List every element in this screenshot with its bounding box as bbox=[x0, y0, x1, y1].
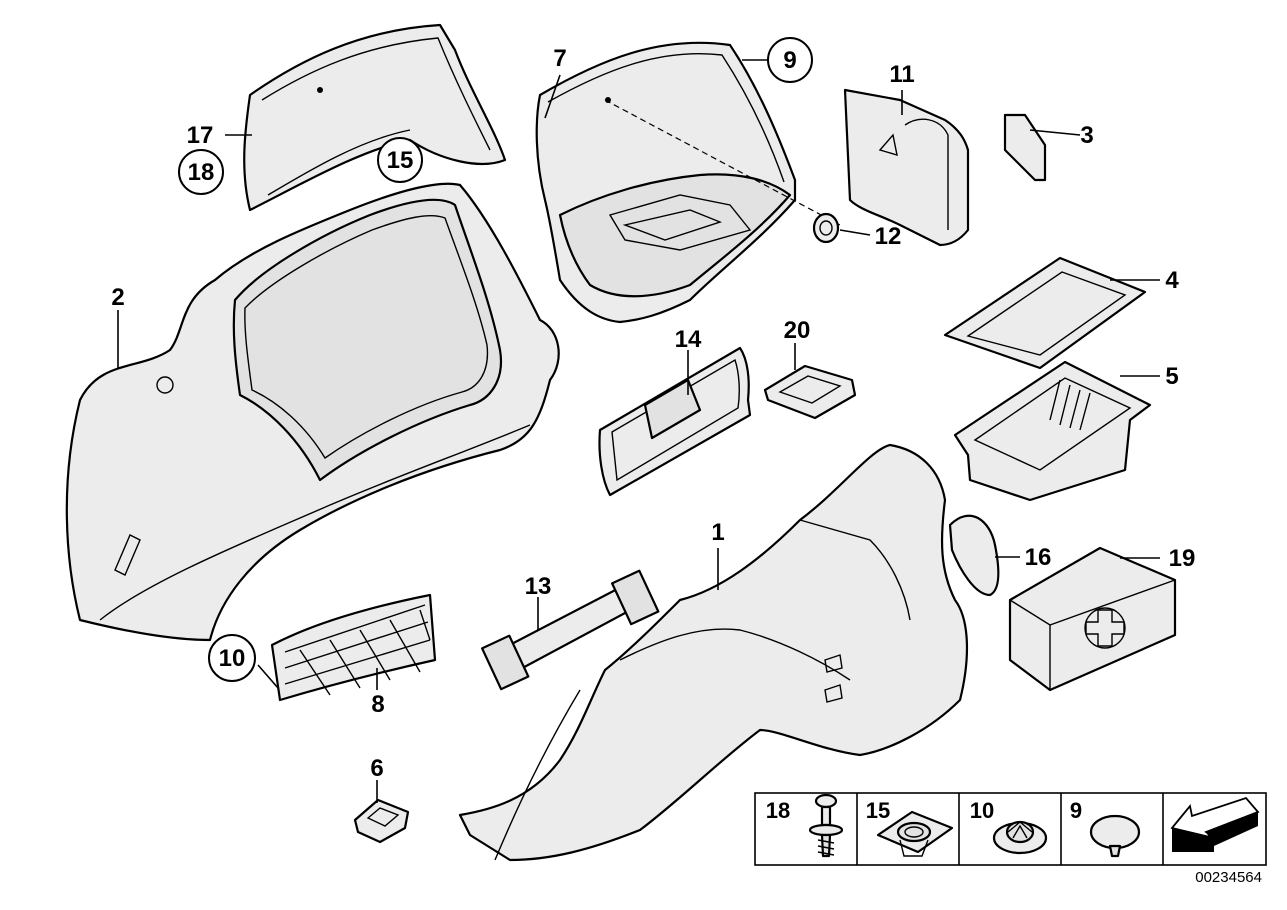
document-number: 00234564 bbox=[1195, 869, 1262, 886]
callout-13: 13 bbox=[525, 573, 552, 600]
screw-fastener-icon bbox=[808, 793, 844, 858]
part-11-panel bbox=[843, 88, 970, 247]
part-4-frame bbox=[943, 256, 1147, 370]
svg-text:7: 7 bbox=[553, 45, 566, 72]
svg-text:19: 19 bbox=[1169, 545, 1196, 572]
svg-text:17: 17 bbox=[187, 122, 214, 149]
legend-table: 18 15 10 9 bbox=[754, 792, 1267, 866]
callout-2: 2 bbox=[111, 284, 124, 311]
svg-text:10: 10 bbox=[219, 645, 246, 672]
svg-text:14: 14 bbox=[675, 326, 702, 353]
callout-9: 9 bbox=[767, 37, 813, 83]
part-20-handle bbox=[763, 364, 857, 420]
callout-7: 7 bbox=[553, 45, 566, 72]
svg-text:3: 3 bbox=[1080, 122, 1093, 149]
grommet-plate-icon bbox=[876, 810, 954, 857]
callout-16: 16 bbox=[1025, 544, 1052, 571]
svg-text:6: 6 bbox=[370, 755, 383, 782]
callout-17: 17 bbox=[187, 122, 214, 149]
callout-20: 20 bbox=[784, 317, 811, 344]
legend-label-9: 9 bbox=[1070, 798, 1082, 823]
svg-text:18: 18 bbox=[188, 159, 215, 186]
callout-4: 4 bbox=[1165, 267, 1179, 294]
part-8-net bbox=[270, 593, 437, 702]
svg-text:20: 20 bbox=[784, 317, 811, 344]
part-3-small-cover bbox=[1003, 113, 1047, 182]
push-pin-icon bbox=[1089, 814, 1141, 858]
part-1-side-trim bbox=[458, 443, 969, 862]
svg-text:15: 15 bbox=[387, 147, 414, 174]
part-17-cover bbox=[243, 23, 507, 212]
svg-text:9: 9 bbox=[783, 47, 796, 74]
svg-text:13: 13 bbox=[525, 573, 552, 600]
callout-15: 15 bbox=[377, 137, 423, 183]
svg-text:1: 1 bbox=[711, 519, 724, 546]
part-7-storage-box bbox=[535, 41, 841, 324]
svg-text:12: 12 bbox=[875, 223, 902, 250]
part-13-strap bbox=[481, 569, 660, 691]
svg-text:4: 4 bbox=[1165, 267, 1179, 294]
part-6-plug bbox=[353, 798, 410, 844]
legend-label-18: 18 bbox=[766, 798, 790, 823]
callout-8: 8 bbox=[371, 691, 384, 718]
callout-10: 10 bbox=[208, 634, 256, 682]
callout-6: 6 bbox=[370, 755, 383, 782]
part-12-clip bbox=[812, 212, 840, 244]
callout-3: 3 bbox=[1080, 122, 1093, 149]
svg-text:2: 2 bbox=[111, 284, 124, 311]
svg-text:8: 8 bbox=[371, 691, 384, 718]
callout-5: 5 bbox=[1165, 363, 1178, 390]
part-19-first-aid-kit bbox=[1008, 546, 1177, 692]
legend-label-15: 15 bbox=[866, 798, 890, 823]
part-16-wedge bbox=[948, 514, 1000, 597]
callout-19: 19 bbox=[1169, 545, 1196, 572]
callout-1: 1 bbox=[711, 519, 724, 546]
callout-12: 12 bbox=[875, 223, 902, 250]
svg-text:5: 5 bbox=[1165, 363, 1178, 390]
part-2-side-trim bbox=[65, 182, 560, 642]
callout-11: 11 bbox=[889, 61, 914, 88]
callout-14: 14 bbox=[675, 326, 702, 353]
arrow-direction-icon bbox=[1170, 796, 1260, 852]
svg-text:11: 11 bbox=[889, 61, 914, 88]
part-5-tray bbox=[953, 360, 1152, 502]
callout-18: 18 bbox=[178, 149, 224, 195]
svg-text:16: 16 bbox=[1025, 544, 1052, 571]
part-14-panel bbox=[598, 346, 752, 497]
legend-label-10: 10 bbox=[970, 798, 994, 823]
expanding-clip-icon bbox=[992, 820, 1048, 855]
